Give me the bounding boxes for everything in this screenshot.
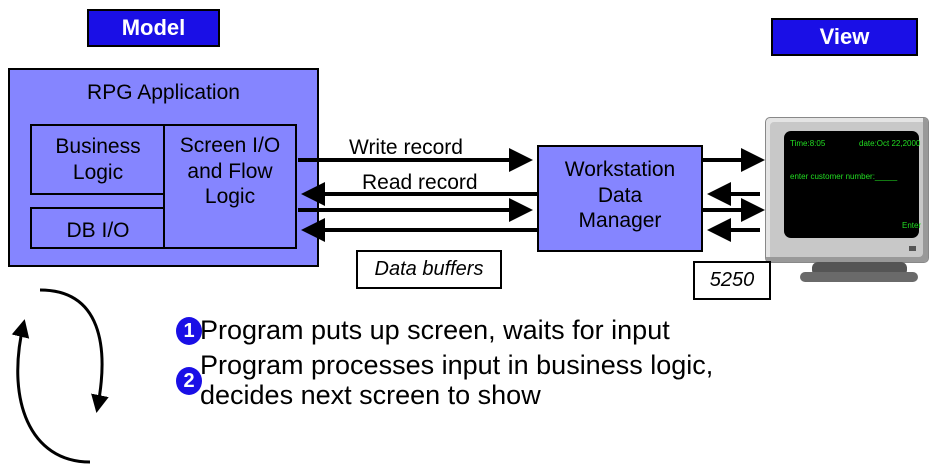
step-2-line-2: decides next screen to show xyxy=(200,380,541,410)
view-label-text: View xyxy=(819,24,870,49)
step-2-number: 2 xyxy=(183,369,195,392)
step-2-line-1: Program processes input in business logi… xyxy=(200,350,714,380)
terminal-power-light xyxy=(909,246,916,251)
model-5250-box: 5250 xyxy=(693,261,771,300)
view-label: View xyxy=(771,18,918,56)
db-io-box: DB I/O xyxy=(30,207,166,249)
screen-io-box: Screen I/O and Flow Logic xyxy=(163,124,297,249)
terminal-date: date:Oct 22,2000 xyxy=(859,139,921,148)
terminal-base xyxy=(800,272,918,282)
business-logic-text: Business Logic xyxy=(55,135,141,184)
step-2-text: Program processes input in business logi… xyxy=(200,350,713,410)
cycle-arrow-down xyxy=(39,288,109,413)
terminal-enter: Enter xyxy=(902,221,922,230)
step-1-badge: 1 xyxy=(176,317,202,345)
data-buffers-text: Data buffers xyxy=(374,258,484,280)
screen-io-text: Screen I/O and Flow Logic xyxy=(179,134,281,209)
terminal-prompt: enter customer number:_____ xyxy=(790,172,898,181)
workstation-data-manager-box: Workstation Data Manager xyxy=(537,145,703,252)
model-label-text: Model xyxy=(121,15,186,40)
step-1-text: Program puts up screen, waits for input xyxy=(200,315,670,345)
rpg-application-title: RPG Application xyxy=(87,81,240,104)
model-5250-text: 5250 xyxy=(709,269,755,291)
workstation-data-manager-text: Workstation Data Manager xyxy=(564,158,676,233)
read-record-label: Read record xyxy=(362,171,478,194)
step-1-number: 1 xyxy=(183,319,195,342)
db-io-text: DB I/O xyxy=(66,219,130,242)
terminal-time: Time:8:05 xyxy=(790,139,826,148)
step-2-badge: 2 xyxy=(176,367,202,395)
model-label: Model xyxy=(87,9,220,47)
cycle-arrow-up xyxy=(11,319,91,464)
write-record-label: Write record xyxy=(349,136,463,159)
business-logic-box: Business Logic xyxy=(30,124,166,195)
data-buffers-box: Data buffers xyxy=(356,250,502,289)
terminal-screen: Time:8:05 date:Oct 22,2000 enter custome… xyxy=(784,131,922,238)
